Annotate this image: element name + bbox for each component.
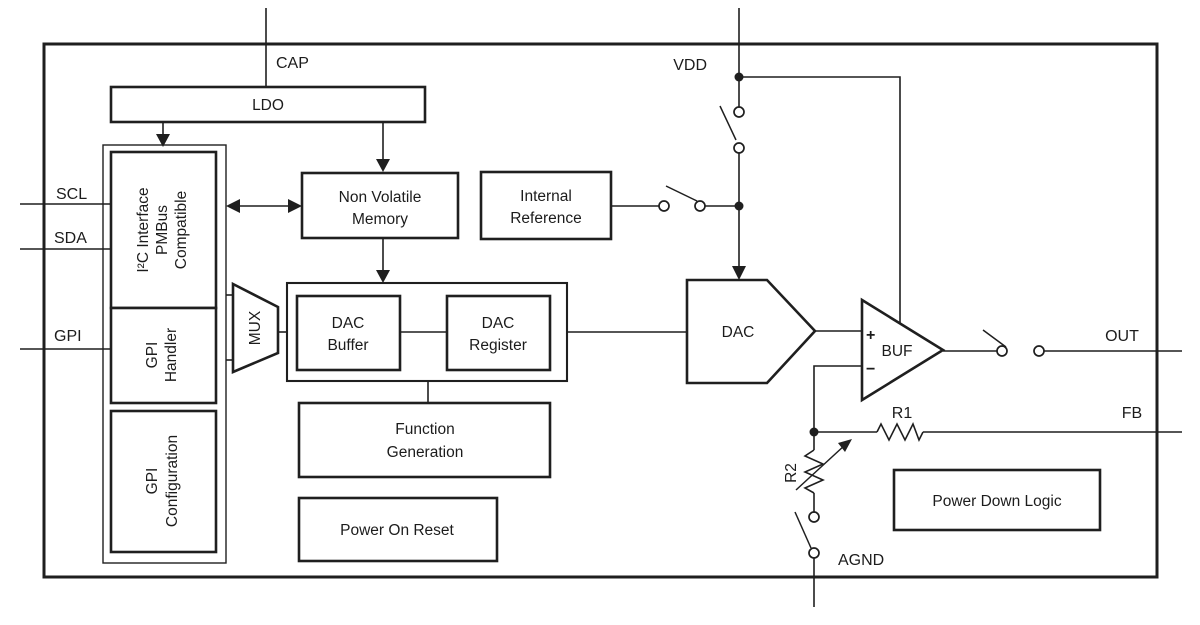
block-ldo-label: LDO <box>252 97 284 114</box>
block-dac-core-label: DAC <box>722 324 755 341</box>
arrowhead-r2-variable <box>838 439 852 452</box>
block-dac-buffer-label-line2: Buffer <box>327 337 368 354</box>
intref-switch-terminal-icon <box>658 200 670 212</box>
intref-switch-lever-icon <box>665 185 698 202</box>
out-switch-lever-icon <box>982 329 1007 348</box>
r2-variable-arrow <box>795 444 846 491</box>
vdd-switch-terminal-icon <box>733 142 745 154</box>
block-i2c-label-line1: I²C Interface <box>135 187 152 272</box>
block-intref-label-line2: Reference <box>510 210 582 227</box>
block-internal-reference <box>479 170 613 241</box>
block-gpi-configuration-label-line2: Configuration <box>164 435 181 527</box>
intref-switch-terminal-icon <box>694 200 706 212</box>
vdd-switch-lever-icon <box>719 105 737 141</box>
buf-plus-input-label: + <box>866 327 875 344</box>
resistor-r2-label: R2 <box>783 463 800 483</box>
block-dac-buffer <box>295 294 402 372</box>
block-intref-label-line1: Internal <box>520 188 572 205</box>
block-i2c-label-line2: PMBus <box>154 205 171 255</box>
pin-label-sda: SDA <box>54 230 87 247</box>
block-nvm-label-line2: Memory <box>352 211 408 228</box>
pin-label-agnd: AGND <box>838 552 884 569</box>
resistor-r1-icon <box>876 422 924 442</box>
arrowhead-into-i2c <box>156 134 170 147</box>
block-power-down-logic <box>892 468 1102 532</box>
block-funcgen-label-line2: Generation <box>387 444 464 461</box>
pin-label-out: OUT <box>1105 328 1139 345</box>
block-dac-register-label-line1: DAC <box>482 315 515 332</box>
block-dac-buffer-label-line1: DAC <box>332 315 365 332</box>
block-buf-label: BUF <box>882 343 913 360</box>
arrowhead-toward-nvm <box>288 199 302 213</box>
block-pdl-label: Power Down Logic <box>932 493 1061 510</box>
block-gpi-handler-label-line1: GPI <box>144 342 161 369</box>
block-gpi-configuration-label-line1: GPI <box>144 468 161 495</box>
block-power-on-reset <box>297 496 499 563</box>
out-switch-terminal-icon <box>1033 345 1045 357</box>
block-dac-register <box>445 294 552 372</box>
resistor-r2-icon <box>803 449 825 494</box>
chip-boundary <box>42 42 1159 579</box>
arrowhead-into-dac <box>732 266 746 280</box>
arrowhead-into-nvm <box>376 159 390 172</box>
block-i2c-label-line3: Compatible <box>173 191 190 269</box>
ref-junction-dot <box>734 201 744 211</box>
block-mux <box>231 281 280 374</box>
interface-container <box>102 144 227 564</box>
pin-label-vdd: VDD <box>673 57 707 74</box>
pin-label-gpi: GPI <box>54 328 82 345</box>
block-ldo <box>109 85 427 124</box>
pin-label-cap: CAP <box>276 55 309 72</box>
block-gpi-configuration <box>109 409 218 554</box>
vdd-switch-terminal-icon <box>733 106 745 118</box>
block-i2c-interface <box>109 150 218 310</box>
block-non-volatile-memory <box>300 171 460 240</box>
out-switch-terminal-icon <box>996 345 1008 357</box>
block-dac-register-label-line2: Register <box>469 337 527 354</box>
buf-minus-input-label: − <box>866 361 875 378</box>
block-function-generation <box>297 401 552 479</box>
agnd-switch-terminal-icon <box>808 547 820 559</box>
agnd-switch-lever-icon <box>794 511 812 549</box>
block-gpi-handler-label-line2: Handler <box>163 328 180 382</box>
block-mux-label: MUX <box>247 310 264 345</box>
block-gpi-handler <box>109 306 218 405</box>
buf-feedback-wire <box>813 365 862 432</box>
pin-label-scl: SCL <box>56 186 87 203</box>
arrowhead-into-dacbuffer <box>376 270 390 283</box>
agnd-switch-terminal-icon <box>808 511 820 523</box>
block-por-label: Power On Reset <box>340 522 454 539</box>
arrowhead-toward-i2c <box>226 199 240 213</box>
vdd-to-buf-wire <box>739 76 901 323</box>
block-nvm-label-line1: Non Volatile <box>339 189 422 206</box>
pin-label-fb: FB <box>1122 405 1142 422</box>
block-funcgen-label-line1: Function <box>395 421 454 438</box>
block-dac-core <box>685 278 817 385</box>
block-buf-amplifier <box>860 297 946 403</box>
resistor-r1-label: R1 <box>892 405 913 422</box>
